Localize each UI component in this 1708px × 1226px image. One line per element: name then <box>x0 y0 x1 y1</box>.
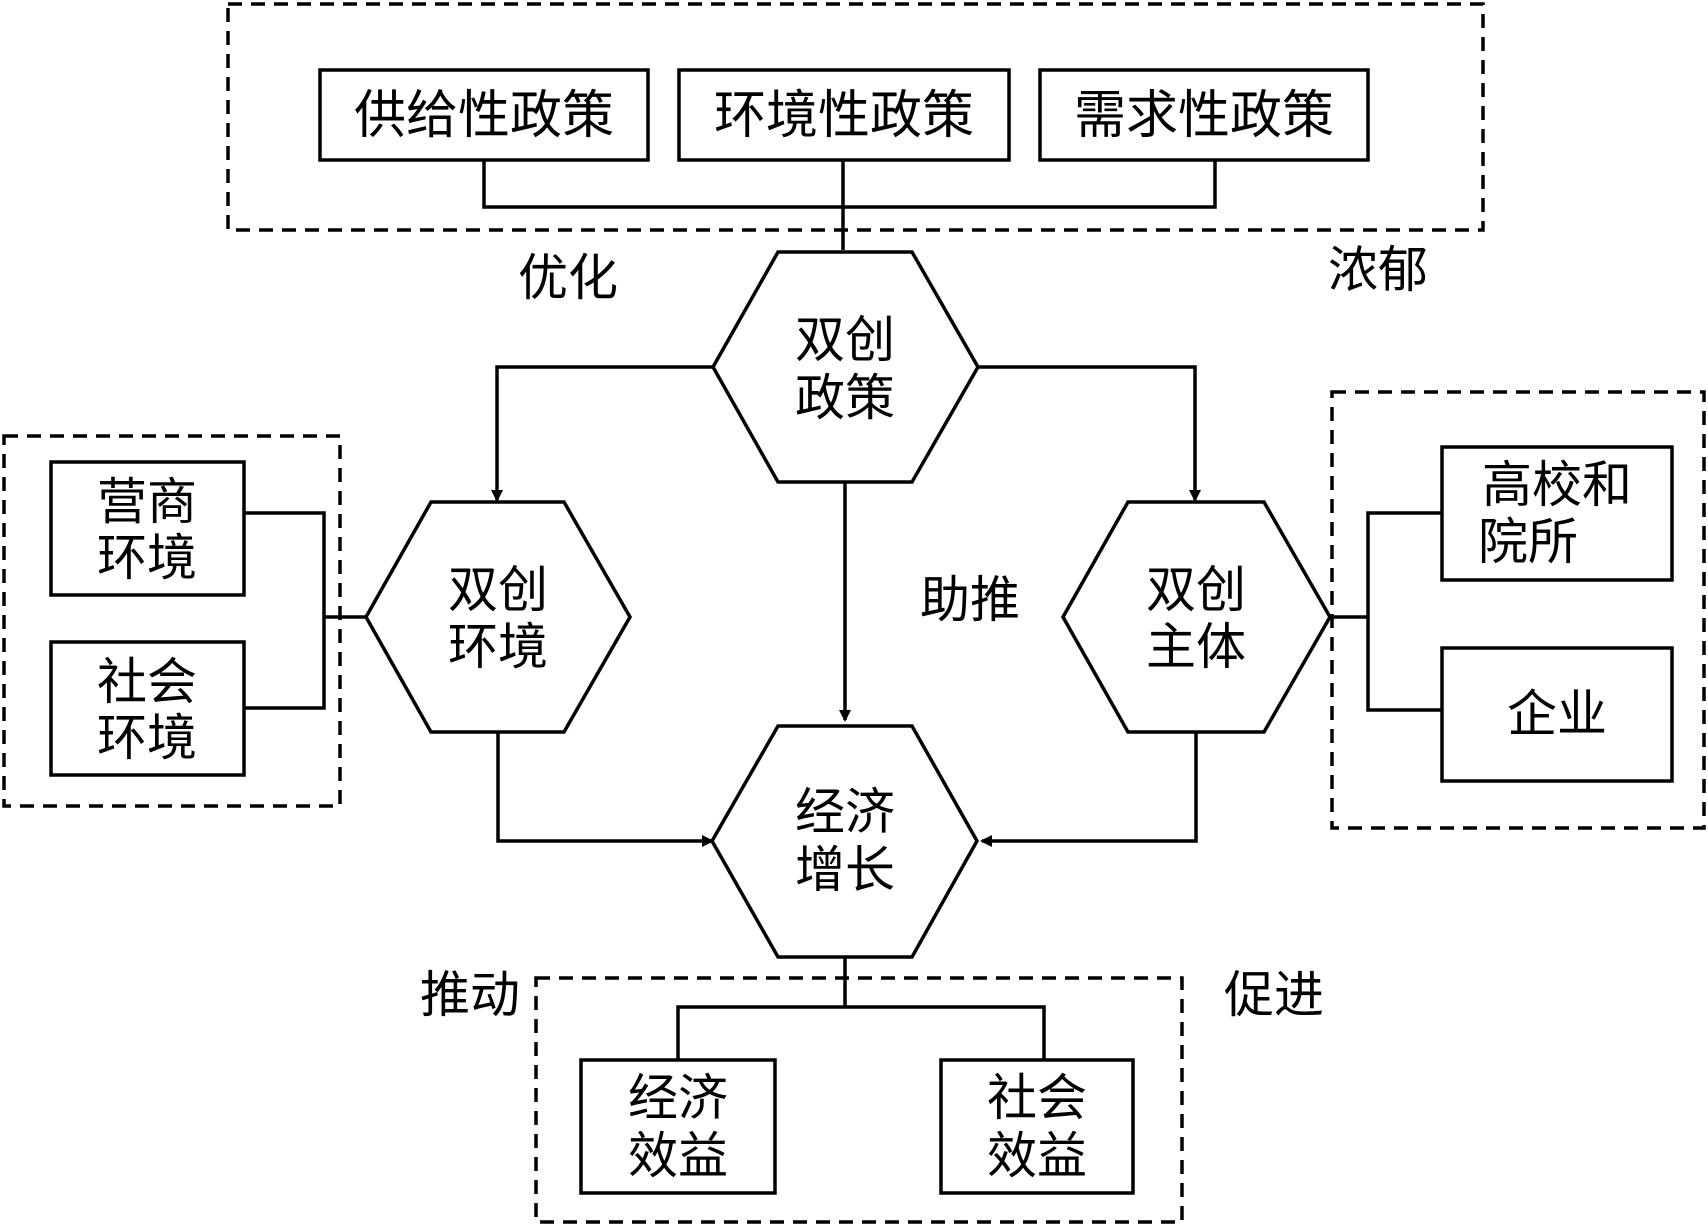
benefit-items-bracket <box>676 1005 1046 1060</box>
supply-policy-box <box>318 68 650 162</box>
environment-hexagon-line-2: 环境 <box>448 618 548 676</box>
economic-growth-hexagon <box>709 724 980 959</box>
dual-innovation-environment-hexagon <box>363 500 633 734</box>
subject-items-bracket <box>1366 511 1442 712</box>
subject-hexagon-line-2: 主体 <box>1146 618 1246 676</box>
business-environment-line-1: 营商 <box>97 473 197 531</box>
social-environment-line-1: 社会 <box>97 653 197 711</box>
dual-innovation-policy-hexagon <box>710 250 981 484</box>
enterprise-box <box>1440 646 1674 783</box>
policy-types-group <box>226 2 1485 232</box>
demand-policy-box <box>1038 68 1370 162</box>
subject-items-group <box>1330 390 1706 830</box>
optimize-label: 优化 <box>518 249 618 307</box>
policy-types-bracket <box>482 160 1217 209</box>
benefit-items-group <box>534 976 1184 1224</box>
business-environment-box <box>49 460 246 597</box>
social-benefits-line-1: 社会 <box>987 1069 1087 1127</box>
policy-hexagon-line-1: 双创 <box>795 311 895 369</box>
economic-benefits-box <box>579 1058 777 1195</box>
enterprise-label: 企业 <box>1507 685 1607 743</box>
social-environment-box <box>49 640 246 777</box>
enrich-label: 浓郁 <box>1328 241 1428 299</box>
universities-institutes-line-2: 院所 <box>1478 513 1578 571</box>
environment-items-bracket <box>244 511 326 710</box>
environment-policy-label: 环境性政策 <box>714 86 974 146</box>
drive-label: 推动 <box>420 966 520 1024</box>
policy-hexagon-line-2: 政策 <box>795 369 895 427</box>
environment-hexagon-line-1: 双创 <box>448 561 548 619</box>
economic-benefits-line-1: 经济 <box>628 1069 728 1127</box>
promote-label: 促进 <box>1224 966 1324 1024</box>
policy-to-environment-arrow <box>491 365 713 502</box>
growth-hexagon-line-2: 增长 <box>795 841 895 899</box>
policy-to-subject-arrow <box>978 365 1201 502</box>
dual-innovation-subject-hexagon <box>1060 500 1333 734</box>
business-environment-line-2: 环境 <box>97 529 197 587</box>
universities-institutes-line-1: 高校和 <box>1482 456 1632 514</box>
growth-hexagon-line-1: 经济 <box>795 783 895 841</box>
social-environment-line-2: 环境 <box>97 709 197 767</box>
subject-to-growth-arrow <box>980 733 1198 847</box>
assist-label: 助推 <box>920 571 1020 629</box>
demand-policy-label: 需求性政策 <box>1074 86 1334 146</box>
environment-to-growth-arrow <box>496 733 714 847</box>
social-benefits-box <box>939 1058 1135 1195</box>
social-benefits-line-2: 效益 <box>987 1127 1087 1185</box>
supply-policy-label: 供给性政策 <box>354 86 614 146</box>
universities-institutes-box <box>1440 445 1674 582</box>
economic-benefits-line-2: 效益 <box>628 1127 728 1185</box>
subject-hexagon-line-1: 双创 <box>1146 561 1246 619</box>
environment-items-group <box>2 434 342 808</box>
environment-policy-box <box>677 68 1011 162</box>
